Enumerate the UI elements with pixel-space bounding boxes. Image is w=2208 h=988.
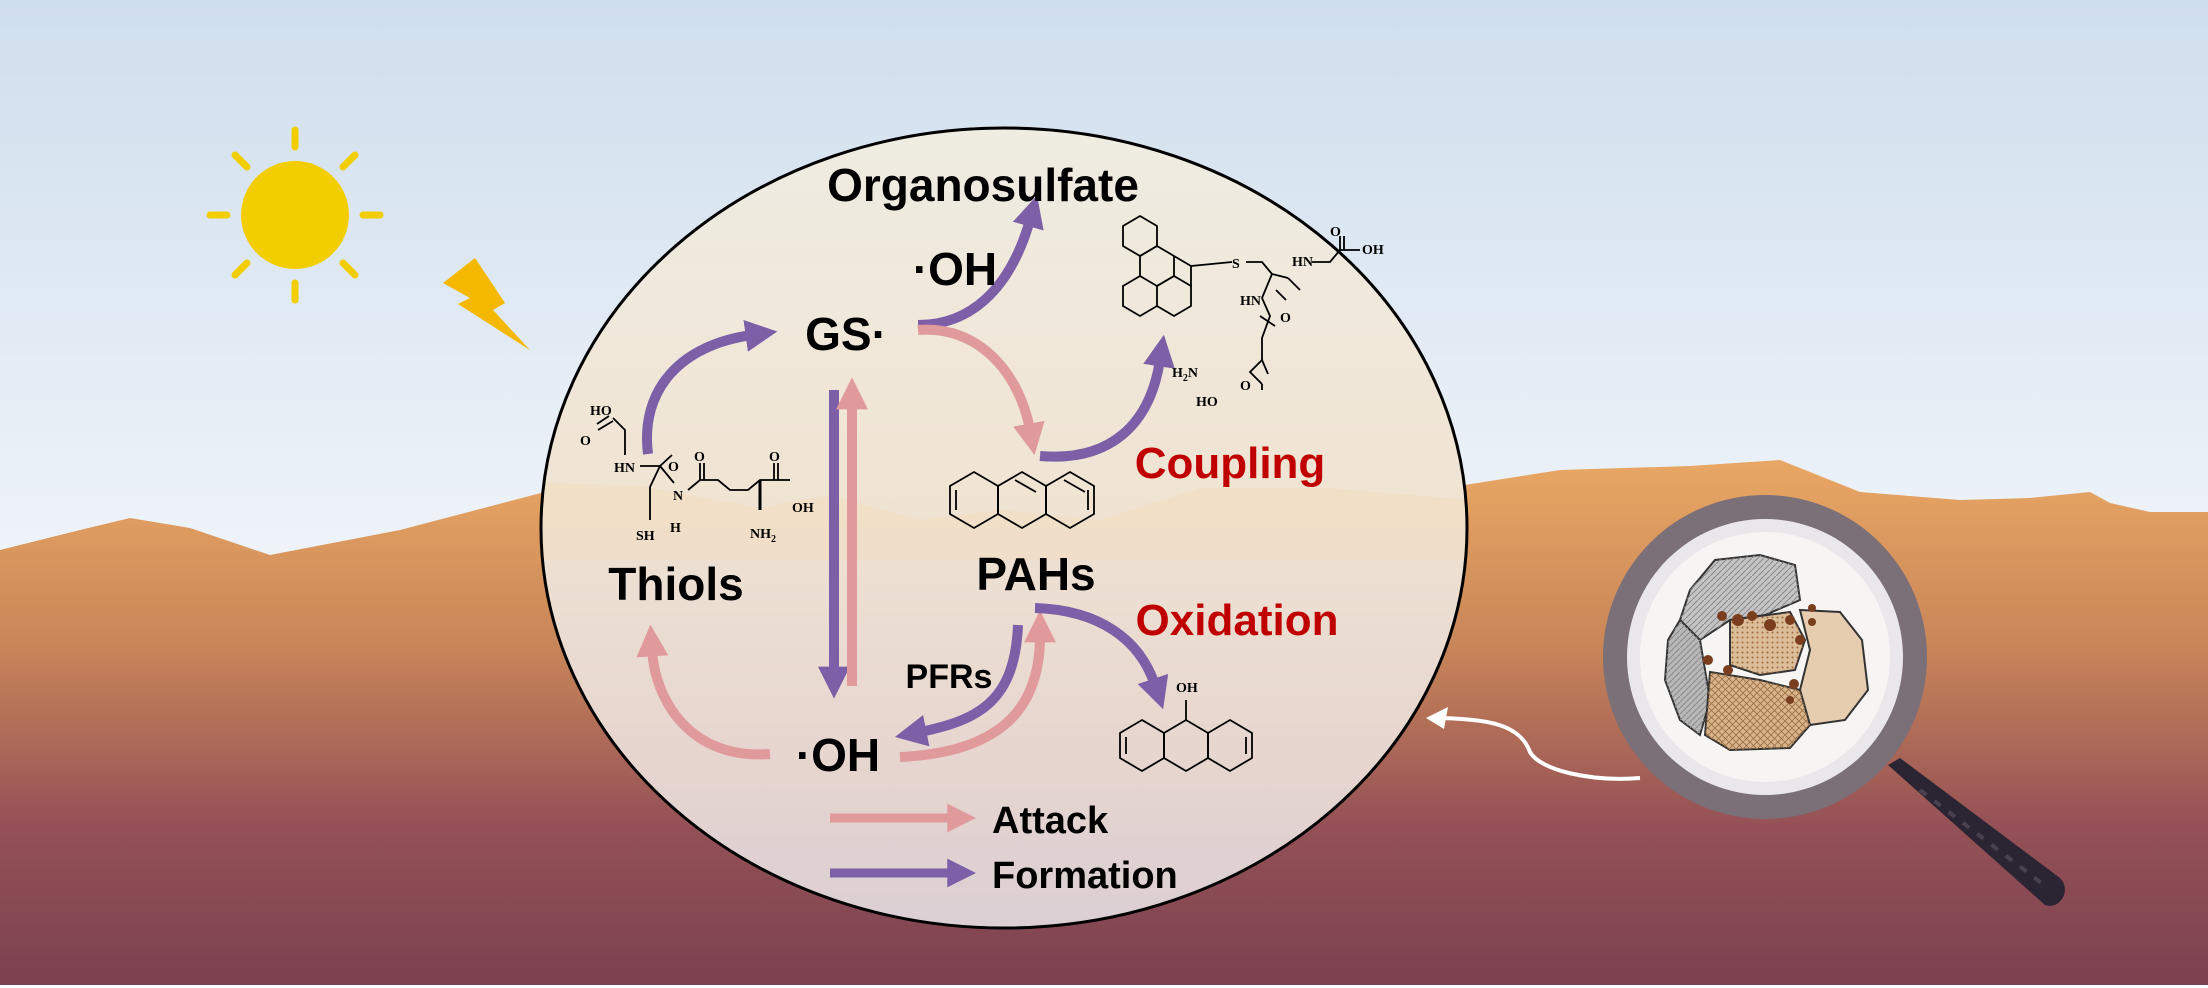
lightning-icon [443, 258, 530, 350]
oh-radical-bottom-label: ·OH [796, 729, 880, 781]
glutathione-structure: HO O HN O N H O O OH SH NH2 [580, 404, 814, 545]
gsh-o3-label: O [694, 450, 705, 465]
gsh-nh2-label: NH2 [750, 527, 776, 545]
gsh-hn-label: HN [614, 461, 635, 476]
gs-radical-label: GS· [805, 308, 887, 360]
conj-o3-label: O [1240, 379, 1251, 394]
conj-o1-label: O [1330, 225, 1341, 240]
hydroxy-anthracene-structure: OH [1119, 681, 1253, 773]
magnifier-icon [1603, 495, 2065, 906]
gsh-h-label: H [670, 521, 681, 536]
soil-particle-icon [1663, 553, 1870, 752]
sun-icon [206, 126, 384, 304]
conjugate-structure: S HN O OH HN O H2N O HO [1122, 214, 1384, 410]
gsh-n-label: N [673, 489, 683, 504]
conj-hn2-label: HN [1240, 294, 1261, 309]
oxidation-product-arrow [1034, 603, 1169, 710]
gsh-ho-label: HO [590, 404, 612, 419]
conj-ho-label: HO [1196, 395, 1218, 410]
thiols-label: Thiols [608, 558, 743, 610]
gsh-o1-label: O [580, 434, 591, 449]
oh-attack-pahs-arrow [899, 610, 1056, 762]
legend-attack-label: Attack [992, 800, 1109, 842]
pfrs-label: PFRs [906, 658, 993, 696]
organosulfate-label: Organosulfate [827, 159, 1139, 211]
coupling-label: Coupling [1135, 439, 1326, 488]
magnifier-pointer-head [1426, 707, 1448, 729]
conj-h2n-label: H2N [1172, 366, 1198, 384]
coupling-product-arrow [1039, 334, 1175, 462]
conj-hn1-label: HN [1292, 255, 1313, 270]
conj-oh-label: OH [1362, 243, 1384, 258]
gsh-o4-label: O [769, 450, 780, 465]
thiols-to-gs-arrow [642, 320, 778, 455]
pfrs-oh-formation-arrow [894, 624, 1023, 747]
oh-radical-top-label: ·OH [913, 243, 997, 295]
gsh-sh-label: SH [636, 529, 655, 544]
anthracene-structure [949, 470, 1095, 530]
gs-to-organosulfate-arrow [917, 195, 1044, 330]
oh-attack-thiols-arrow [636, 624, 771, 760]
pahs-label: PAHs [976, 548, 1095, 600]
gsh-o2-label: O [668, 460, 679, 475]
conj-s-label: S [1232, 257, 1240, 272]
conj-o2-label: O [1280, 311, 1291, 326]
magnifier-pointer-arrow [1429, 716, 1641, 781]
gsh-oh-label: OH [792, 501, 814, 516]
oxidation-label: Oxidation [1136, 596, 1339, 645]
legend-formation-label: Formation [992, 855, 1178, 897]
gs-attack-pahs-arrow [917, 324, 1045, 456]
hydroxy-oh-label: OH [1176, 681, 1198, 696]
